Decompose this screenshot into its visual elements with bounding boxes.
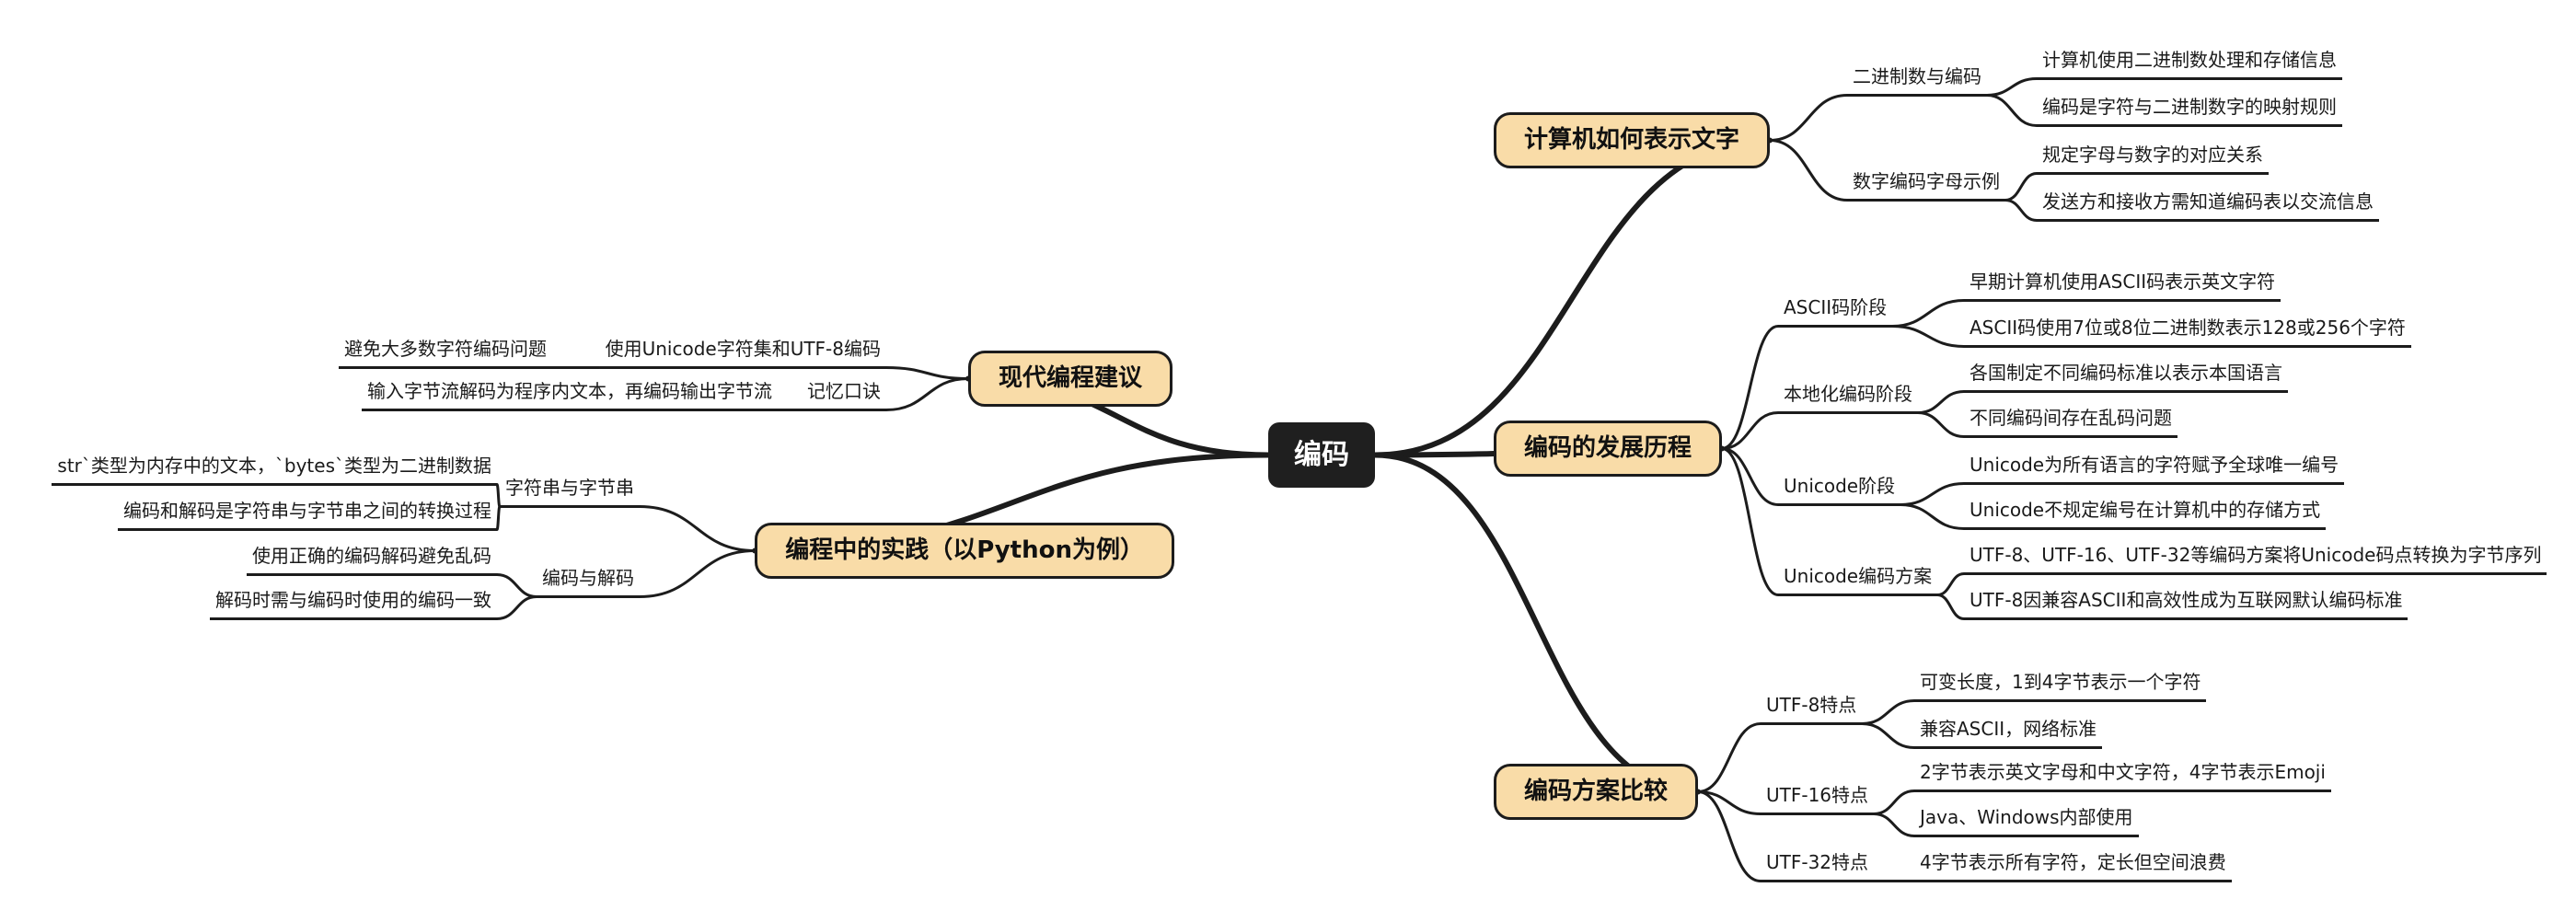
- main-topic-modern-programming-advice[interactable]: 现代编程建议: [967, 351, 1172, 407]
- subtopic-ascii-stage[interactable]: ASCII码阶段: [1778, 295, 1893, 328]
- subtopic-utf32-features[interactable]: UTF-32特点: [1761, 850, 1875, 882]
- note-utf16-widths[interactable]: 2字节表示英文字母和中文字符，4字节表示Emoji: [1914, 760, 2331, 792]
- note-str-bytes-types[interactable]: str`类型为内存中的文本，`bytes`类型为二进制数据: [52, 454, 497, 486]
- subtopic-binary-and-encoding[interactable]: 二进制数与编码: [1847, 64, 1987, 97]
- connector-line: [1768, 94, 1849, 142]
- connector-line: [495, 505, 502, 531]
- connector-line: [1985, 94, 2039, 127]
- subtopic-str-vs-bytes[interactable]: 字符串与字节串: [500, 476, 640, 508]
- note-shared-code-table[interactable]: 发送方和接收方需知道编码表以交流信息: [2037, 190, 2379, 222]
- connector-line: [495, 573, 538, 598]
- note-early-ascii-english[interactable]: 早期计算机使用ASCII码表示英文字符: [1964, 270, 2281, 302]
- connector-line: [884, 377, 970, 411]
- connector-line: [1935, 572, 1966, 596]
- connector-line: [638, 549, 757, 598]
- connector-line: [1872, 813, 1916, 837]
- subtopic-localized-encoding-stage[interactable]: 本地化编码阶段: [1778, 382, 1918, 414]
- connector-line: [884, 366, 970, 380]
- subtopic-use-unicode-utf8[interactable]: 使用Unicode字符集和UTF-8编码: [599, 337, 886, 369]
- note-unicode-unique-number[interactable]: Unicode为所有语言的字符赋予全球唯一编号: [1964, 453, 2345, 485]
- note-utf32-fixed-length[interactable]: 4字节表示所有字符，定长但空间浪费: [1914, 850, 2232, 882]
- connector-line: [1372, 137, 1773, 458]
- connector-line: [1899, 482, 1966, 506]
- note-mojibake-issues[interactable]: 不同编码间存在乱码问题: [1964, 406, 2177, 438]
- connector-line: [1899, 503, 1966, 530]
- connector-line: [1720, 325, 1780, 450]
- central-topic[interactable]: 编码: [1268, 422, 1375, 488]
- subtopic-unicode-stage[interactable]: Unicode阶段: [1778, 474, 1901, 506]
- subtopic-utf8-features[interactable]: UTF-8特点: [1761, 693, 1863, 725]
- connector-line: [1916, 411, 1966, 438]
- note-national-standards[interactable]: 各国制定不同编码标准以表示本国语言: [1964, 361, 2288, 393]
- note-utf16-java-windows[interactable]: Java、Windows内部使用: [1914, 805, 2139, 837]
- subtopic-encode-and-decode[interactable]: 编码与解码: [537, 566, 640, 598]
- note-decode-in-encode-out[interactable]: 输入字节流解码为程序内文本，再编码输出字节流: [362, 379, 778, 411]
- note-utf8-default-standard[interactable]: UTF-8因兼容ASCII和高效性成为互联网默认编码标准: [1964, 588, 2409, 620]
- note-unicode-no-storage-rule[interactable]: Unicode不规定编号在计算机中的存储方式: [1964, 498, 2327, 530]
- note-correct-codec-avoid-mojibake[interactable]: 使用正确的编码解码避免乱码: [247, 544, 497, 576]
- connector-line: [1696, 790, 1762, 882]
- connector-line: [1985, 77, 2039, 97]
- main-topic-encoding-history[interactable]: 编码的发展历程: [1494, 421, 1723, 477]
- connector-line: [638, 505, 757, 552]
- connector-line: [1720, 447, 1780, 506]
- connector-line: [1860, 722, 1916, 749]
- connector-line: [2004, 172, 2039, 202]
- connector-line: [1890, 325, 1966, 348]
- subtopic-mnemonic[interactable]: 记忆口诀: [802, 379, 886, 411]
- main-topic-python-practice[interactable]: 编程中的实践（以Python为例）: [755, 523, 1174, 579]
- subtopic-unicode-encoding-schemes[interactable]: Unicode编码方案: [1778, 564, 1938, 596]
- connector-line: [495, 595, 538, 620]
- connector-line: [1860, 699, 1916, 725]
- note-letter-digit-mapping[interactable]: 规定字母与数字的对应关系: [2037, 143, 2269, 175]
- subtopic-utf16-features[interactable]: UTF-16特点: [1761, 783, 1875, 815]
- main-topic-how-computers-represent-text[interactable]: 计算机如何表示文字: [1494, 112, 1771, 168]
- connector-line: [2004, 199, 2039, 222]
- note-decode-same-as-encode[interactable]: 解码时需与编码时使用的编码一致: [210, 588, 497, 620]
- main-topic-encoding-scheme-comparison[interactable]: 编码方案比较: [1494, 764, 1699, 820]
- connector-line: [1720, 411, 1780, 450]
- note-encode-decode-conversion[interactable]: 编码和解码是字符串与字节串之间的转换过程: [118, 499, 497, 531]
- note-utf8-ascii-compatible[interactable]: 兼容ASCII，网络标准: [1914, 717, 2103, 749]
- subtopic-digit-letter-example[interactable]: 数字编码字母示例: [1847, 169, 2005, 202]
- connector-line: [1696, 722, 1762, 793]
- note-ascii-7or8-bits[interactable]: ASCII码使用7位或8位二进制数表示128或256个字符: [1964, 316, 2411, 348]
- note-avoid-encoding-problems[interactable]: 避免大多数字符编码问题: [339, 337, 552, 369]
- connector-line: [1720, 447, 1780, 596]
- connector-line: [1872, 789, 1916, 815]
- note-utf-family-codepoints[interactable]: UTF-8、UTF-16、UTF-32等编码方案将Unicode码点转换为字节序…: [1964, 543, 2547, 575]
- note-encoding-mapping-rule[interactable]: 编码是字符与二进制数字的映射规则: [2037, 95, 2342, 127]
- connector-line: [1696, 790, 1762, 815]
- connector-line: [1372, 452, 1702, 795]
- note-binary-processing-storage[interactable]: 计算机使用二进制数处理和存储信息: [2037, 48, 2342, 80]
- connector-line: [1768, 139, 1849, 202]
- note-utf8-variable-length[interactable]: 可变长度，1到4字节表示一个字符: [1914, 670, 2207, 702]
- connector-line: [1916, 390, 1966, 414]
- connector-line: [1935, 594, 1966, 620]
- connector-line: [1890, 299, 1966, 328]
